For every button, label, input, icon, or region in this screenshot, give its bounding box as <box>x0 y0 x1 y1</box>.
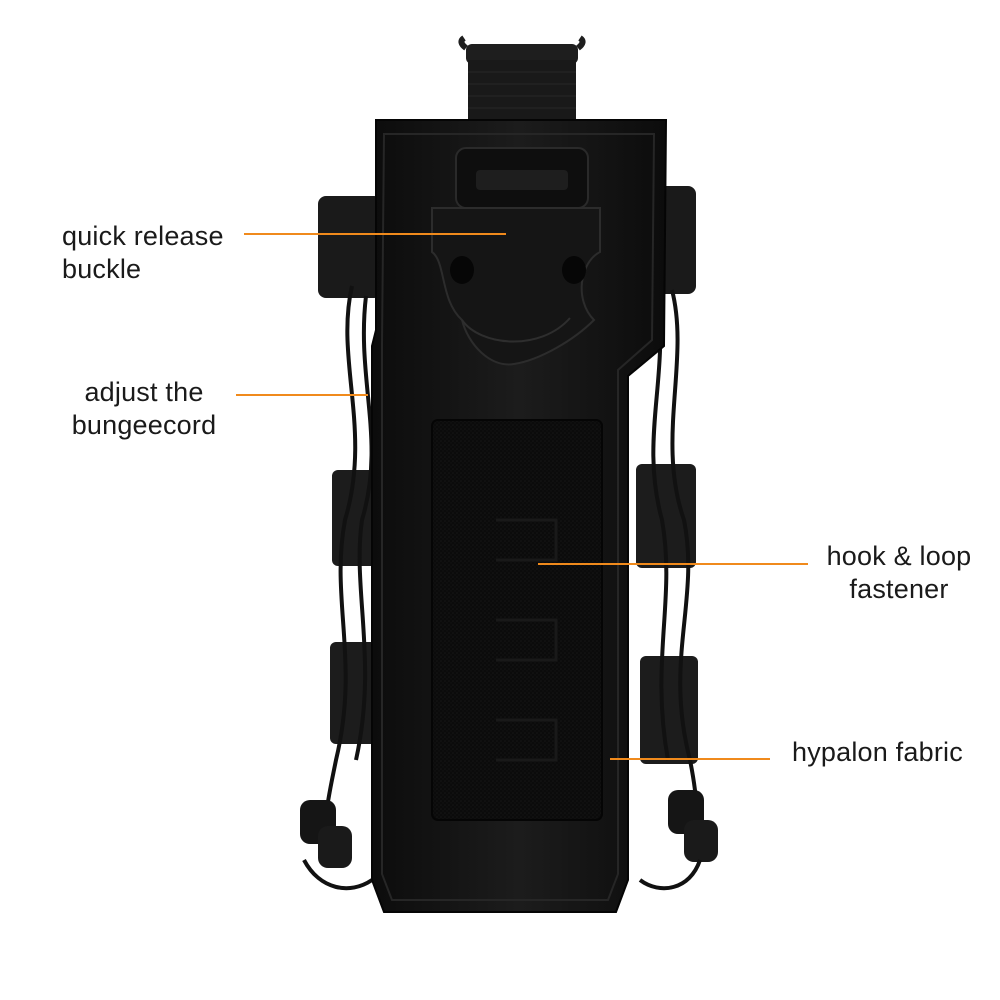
callout-fabric-leader <box>610 758 770 760</box>
callout-buckle-leader <box>244 233 506 235</box>
callout-bungee-leader <box>236 394 368 396</box>
callout-bungee-label: adjust the bungeecord <box>71 377 217 440</box>
hook-loop-panel <box>431 419 603 821</box>
callout-fabric-label: hypalon fabric <box>792 737 963 767</box>
callout-hookloop-leader <box>538 563 808 565</box>
cord-locks <box>300 790 718 891</box>
buckle-icon <box>431 147 601 366</box>
callout-hookloop-label: hook & loop fastener <box>826 541 972 604</box>
callout-buckle-label: quick release buckle <box>62 221 224 284</box>
